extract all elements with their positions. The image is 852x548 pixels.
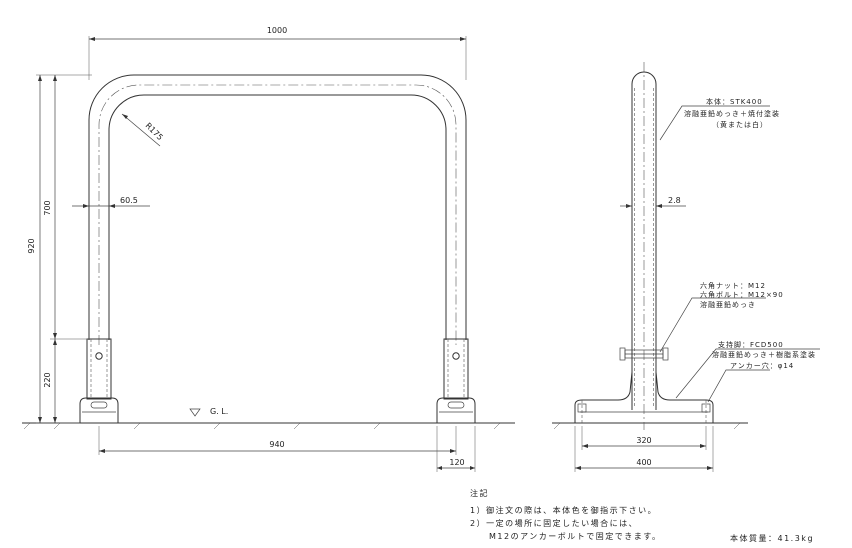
side-view: 320 400 2.8 本体：STK400 溶融亜鉛めっき＋焼付塗装 （黄または… [552, 62, 820, 472]
note-body-finish: 溶融亜鉛めっき＋焼付塗装 [684, 109, 780, 118]
right-base [436, 397, 476, 423]
dim-wall-thickness: 2.8 [668, 196, 681, 205]
dim-total-height: 920 [27, 238, 36, 253]
note-item-1: 1）御注文の際は、本体色を御指示下さい。 [470, 505, 657, 515]
right-bolt-hole [452, 352, 460, 360]
left-base [79, 397, 119, 423]
notes-block: 注記 1）御注文の際は、本体色を御指示下さい。 2）一定の場所に固定したい場合に… [470, 488, 814, 543]
dim-overall-width: 1000 [267, 26, 287, 35]
ground-level-marker [189, 408, 201, 417]
ground-level-label: G. L. [210, 407, 228, 416]
dim-bend-radius: R175 [144, 121, 165, 142]
leader-anchor-hole [707, 369, 770, 403]
dim-upper-height: 700 [43, 200, 52, 215]
dim-base-inner: 320 [636, 436, 651, 445]
note-nut: 六角ナット：M12 [700, 281, 766, 290]
dim-inner-span: 940 [269, 440, 284, 449]
ground-hatch [23, 422, 501, 430]
left-bolt-hole [95, 352, 103, 360]
leader-body [659, 105, 770, 141]
pipe-inner-outline [108, 94, 447, 340]
note-body-color: （黄または白） [712, 120, 768, 129]
right-leg-sleeve [443, 338, 469, 400]
note-item-3: M12のアンカーボルトで固定できます。 [470, 531, 661, 541]
dim-base-outer: 400 [636, 458, 651, 467]
pipe-outer-outline [88, 74, 467, 340]
weight-label: 本体質量：41.3kg [730, 533, 814, 543]
leader-bend-radius [121, 113, 161, 147]
note-support-leg: 支持脚：FCD500 [718, 340, 784, 349]
leader-nut-bolt [659, 297, 766, 353]
dim-lower-height: 220 [43, 372, 52, 387]
note-bolt: 六角ボルト：M12×90 [700, 290, 784, 299]
left-leg-sleeve [86, 338, 112, 400]
note-nut-bolt-finish: 溶融亜鉛めっき [700, 300, 756, 309]
note-anchor-hole: アンカー穴：φ14 [730, 361, 794, 370]
notes-heading: 注記 [470, 488, 489, 498]
pipe-centerline [98, 84, 457, 345]
side-support-leg [574, 371, 714, 423]
note-support-leg-finish: 溶融亜鉛めっき＋樹脂系塗装 [712, 350, 816, 359]
dim-base-width-front: 120 [449, 458, 464, 467]
note-item-2: 2）一定の場所に固定したい場合には、 [470, 518, 638, 528]
leader-support-leg [675, 348, 820, 399]
note-body-material: 本体：STK400 [706, 97, 763, 106]
dim-pipe-diameter: 60.5 [120, 196, 138, 205]
front-view: 1000 920 700 220 60.5 R175 G. L. 940 [22, 26, 515, 472]
